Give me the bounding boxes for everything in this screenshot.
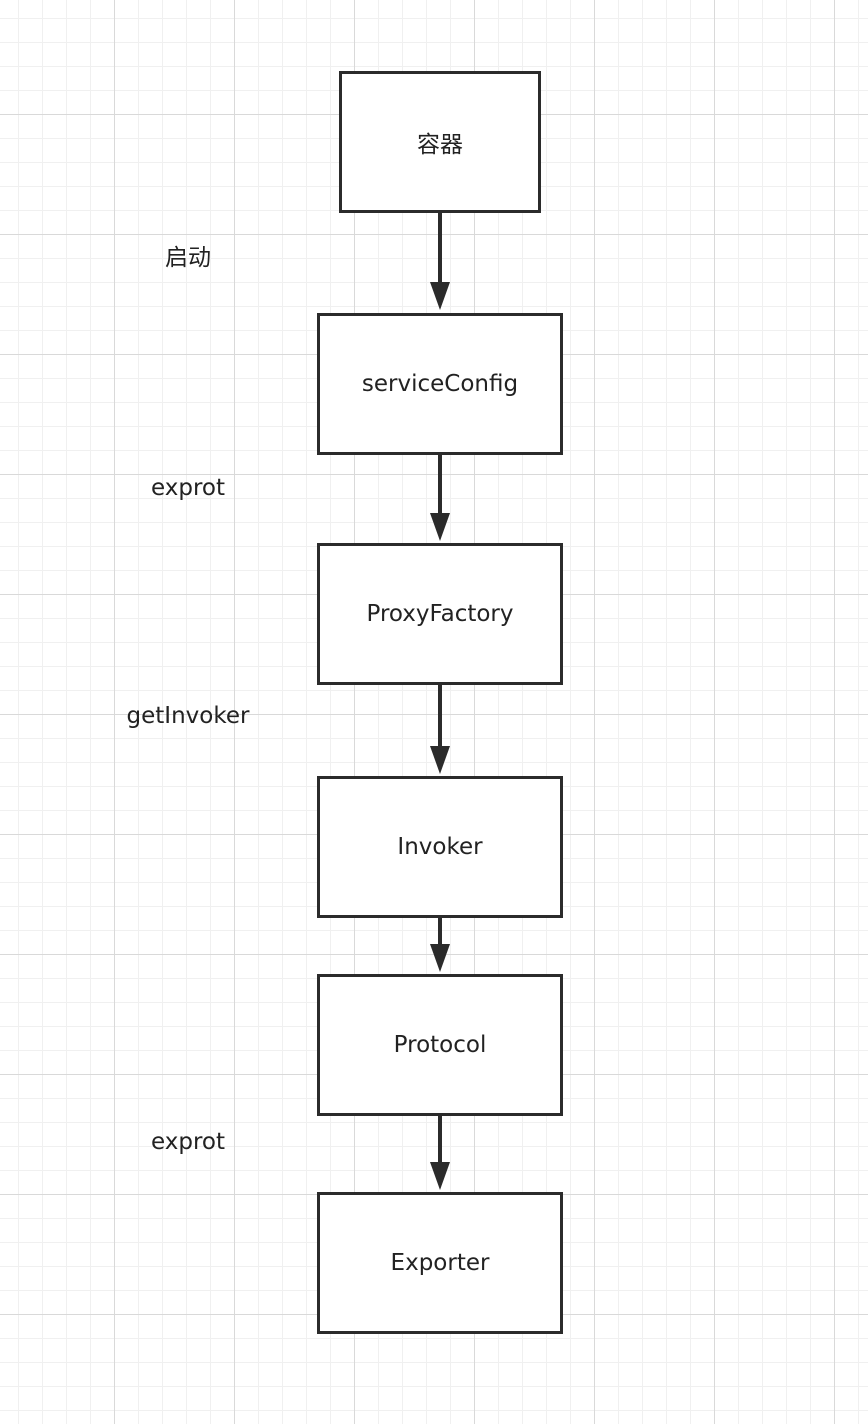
edge-label-get-invoker: getInvoker [126, 703, 250, 729]
node-invoker: Invoker [317, 776, 563, 918]
arrowhead-icon [430, 1162, 450, 1190]
node-container: 容器 [339, 71, 541, 213]
node-protocol: Protocol [317, 974, 563, 1116]
edge-label-export-2: exprot [151, 1129, 225, 1155]
arrowhead-icon [430, 282, 450, 310]
arrowhead-icon [430, 746, 450, 774]
edge-label-start: 启动 [165, 245, 211, 271]
node-proxy-factory: ProxyFactory [317, 543, 563, 685]
node-service-config: serviceConfig [317, 313, 563, 455]
arrowhead-icon [430, 513, 450, 541]
node-exporter: Exporter [317, 1192, 563, 1334]
arrowhead-icon [430, 944, 450, 972]
edge-label-export-1: exprot [151, 475, 225, 501]
